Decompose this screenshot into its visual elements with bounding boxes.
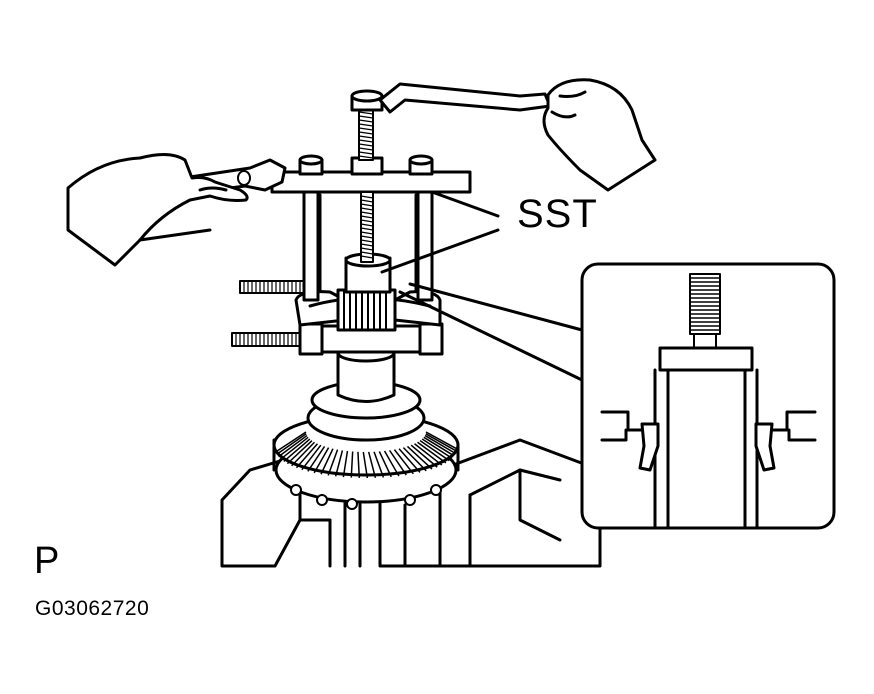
detail-line (419, 440, 450, 462)
detail-line (358, 123, 374, 127)
detail-inset (580, 262, 836, 530)
wrench (378, 82, 552, 114)
detail-line (327, 449, 339, 476)
sst-leader-lines (380, 190, 584, 382)
detail-line (320, 448, 334, 475)
view-code-label: P (34, 540, 60, 582)
forcing-screw (350, 89, 384, 263)
detail-line (291, 441, 316, 467)
detail-line (417, 441, 447, 464)
detail-line (360, 247, 374, 251)
detail-line (406, 445, 433, 470)
detail-line (360, 203, 374, 207)
detail-line (313, 447, 330, 474)
puller-top-bar (270, 154, 472, 194)
detail-line (367, 451, 377, 479)
detail-line (360, 211, 374, 215)
detail-line (360, 223, 374, 227)
detail-line (360, 215, 374, 219)
detail-line (358, 119, 374, 123)
detail-line (360, 243, 374, 247)
sst-label: SST (517, 192, 598, 236)
figure-id-label: G03062720 (35, 597, 150, 620)
detail-line (360, 227, 374, 231)
right-hand (542, 78, 657, 192)
detail-line (360, 231, 374, 235)
detail-line (358, 135, 374, 139)
detail-line (342, 450, 349, 478)
detail-line (358, 155, 374, 159)
detail-line (360, 195, 374, 199)
detail-line (424, 434, 456, 454)
detail-line (301, 444, 322, 471)
detail-line (410, 444, 438, 468)
detail-line (357, 451, 361, 478)
detail-line (358, 151, 374, 155)
detail-line (307, 446, 326, 472)
detail-line (283, 438, 311, 462)
detail-line (358, 131, 374, 135)
detail-line (286, 440, 313, 465)
detail-line (360, 199, 374, 203)
detail-line (358, 147, 374, 151)
detail-line (373, 451, 385, 478)
detail-line (360, 207, 374, 211)
detail-line (334, 450, 344, 477)
detail-line (378, 451, 392, 478)
detail-line (423, 436, 455, 457)
detail-line (358, 139, 374, 143)
side-bearing (336, 252, 397, 332)
detail-line (425, 431, 457, 449)
detail-line (383, 450, 400, 477)
detail-line (350, 451, 354, 478)
detail-line (358, 111, 374, 115)
detail-line (275, 431, 307, 453)
detail-line (402, 447, 427, 472)
detail-line (278, 434, 308, 458)
detail-line (398, 448, 421, 473)
detail-line (295, 443, 319, 469)
detail-line (280, 436, 309, 460)
detail-line (360, 239, 374, 243)
detail-line (388, 449, 407, 476)
detail-line (358, 127, 374, 131)
detail-line (362, 451, 369, 479)
detail-line (358, 143, 374, 147)
detail-line (360, 251, 374, 255)
detail-line (360, 235, 374, 239)
detail-line (425, 433, 457, 452)
detail-line (393, 449, 414, 475)
detail-line (358, 115, 374, 119)
detail-line (414, 443, 443, 466)
left-hand (66, 153, 249, 267)
detail-line (421, 438, 453, 459)
detail-line (360, 255, 374, 259)
detail-line (276, 433, 307, 455)
detail-line (360, 219, 374, 223)
